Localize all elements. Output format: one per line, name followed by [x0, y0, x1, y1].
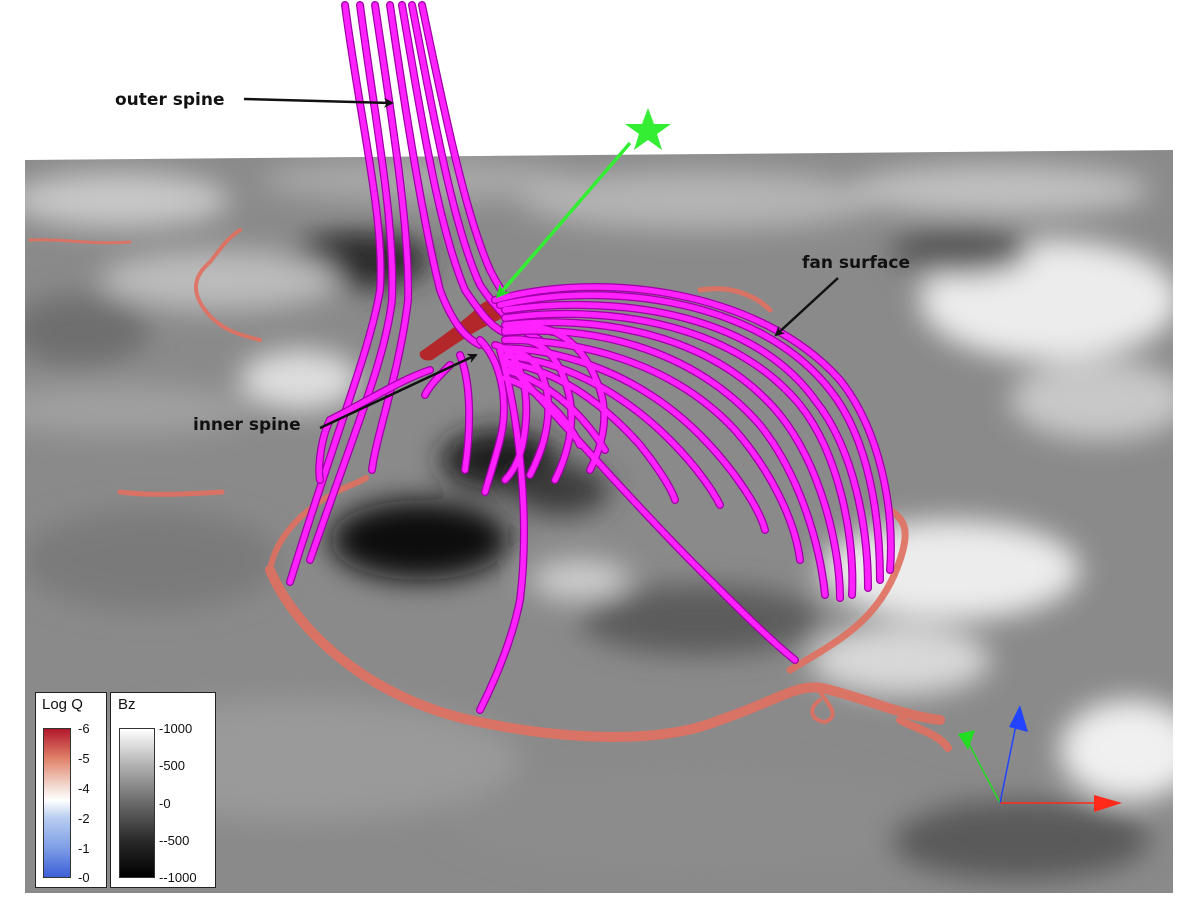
outer-spine-label: outer spine: [115, 90, 225, 110]
logq-tick-1: -1: [78, 841, 90, 856]
bz-legend-title: Bz: [118, 696, 136, 713]
axis-z: [999, 719, 1018, 804]
axes-triad: [958, 705, 1122, 812]
logq-tick-6: -6: [78, 721, 90, 736]
axis-y: [966, 739, 1001, 804]
bz-tick-1000: -1000: [159, 721, 193, 736]
inner-spine-label: inner spine: [193, 415, 301, 435]
magnetogram-plane: [25, 150, 1173, 893]
annotation-arrows: [243, 97, 839, 430]
bz-tick-500: -500: [159, 758, 186, 773]
star-icon: [625, 108, 671, 150]
star-pointer-arrow: [496, 141, 632, 299]
logq-tick-5: -5: [78, 751, 90, 766]
bz-tick-neg1000: --1000: [159, 870, 197, 885]
fan-surface-label: fan surface: [802, 253, 910, 273]
fan-surface-field-lines: [315, 283, 895, 714]
logq-colorbar: [43, 728, 71, 878]
logq-tick-0: -0: [78, 870, 90, 885]
axis-x-arrowhead: [1094, 795, 1122, 812]
axis-y-arrowhead: [958, 730, 975, 750]
bz-tick-0: -0: [159, 796, 171, 811]
logq-tick-4: -4: [78, 781, 90, 796]
logq-legend: Log Q -6 -5 -4 -2 -1 -0: [35, 692, 107, 888]
bz-tick-neg500: --500: [159, 833, 190, 848]
axis-z-arrowhead: [1009, 705, 1028, 732]
logq-tick-2: -2: [78, 811, 90, 826]
bz-colorbar: [119, 728, 155, 878]
fan-surface-arrow: [774, 277, 839, 337]
inner-spine-arrow: [319, 353, 478, 430]
bz-legend: Bz -1000 -500 -0 --500 --1000: [110, 692, 216, 888]
logq-legend-title: Log Q: [42, 696, 83, 713]
outer-spine-arrow: [243, 97, 394, 108]
